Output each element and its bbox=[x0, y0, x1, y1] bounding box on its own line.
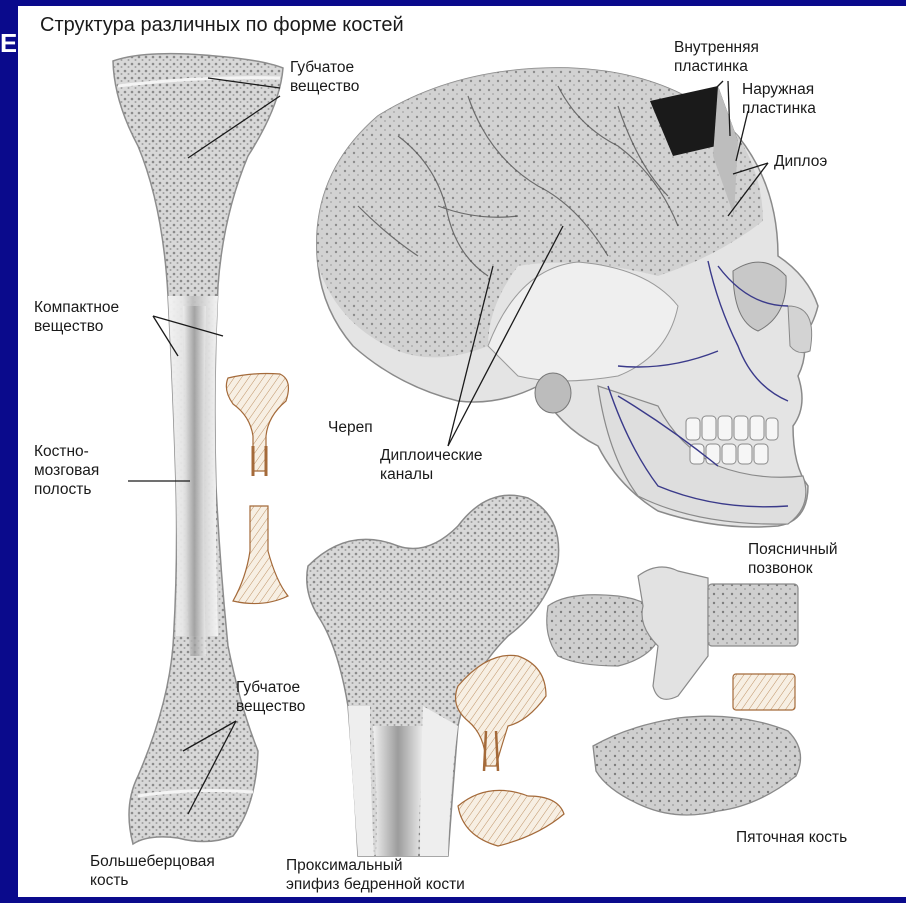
label-skull: Череп bbox=[328, 418, 373, 437]
femur-trabecular-sketch bbox=[456, 655, 564, 846]
label-diploe: Диплоэ bbox=[774, 152, 827, 171]
calcaneus bbox=[593, 716, 801, 815]
label-calcaneus: Пяточная кость bbox=[736, 828, 847, 847]
corner-mark: Е bbox=[0, 26, 16, 60]
lumbar-vertebra bbox=[547, 567, 798, 710]
figure-panel: Структура различных по форме костей bbox=[18, 6, 906, 897]
tibia-trabecular-sketch bbox=[226, 374, 288, 604]
